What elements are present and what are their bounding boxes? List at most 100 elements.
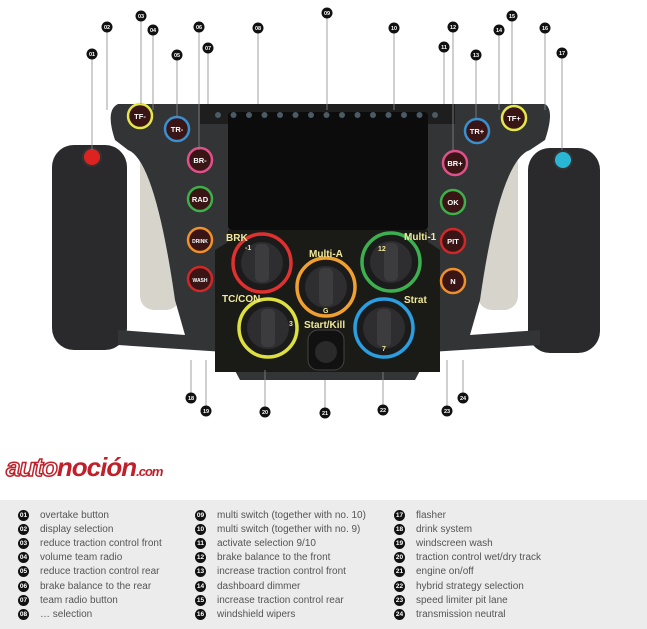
legend-number: 23 bbox=[394, 594, 405, 606]
legend-item: 01 overtake button bbox=[18, 508, 162, 522]
rotary-knob-multi-1[interactable] bbox=[360, 231, 422, 293]
callout-marker bbox=[493, 24, 505, 36]
button-ring bbox=[500, 104, 528, 132]
callout-marker bbox=[319, 407, 331, 419]
rotary-knob-strat[interactable] bbox=[353, 297, 415, 359]
legend-text: display selection bbox=[40, 523, 114, 535]
legend-number: 10 bbox=[195, 523, 206, 535]
button-ring bbox=[439, 188, 467, 216]
callout-number: 14 bbox=[496, 28, 503, 34]
shift-led bbox=[308, 112, 314, 118]
button-label: DRINK bbox=[192, 239, 208, 245]
start-kill-button[interactable] bbox=[315, 341, 337, 363]
button-ring bbox=[439, 267, 467, 295]
legend-text: transmission neutral bbox=[416, 608, 506, 620]
legend-number: 05 bbox=[18, 566, 29, 578]
flasher-button[interactable] bbox=[553, 150, 573, 170]
legend-text: windscreen wash bbox=[416, 537, 493, 549]
legend-number: 04 bbox=[18, 552, 29, 564]
button-pit[interactable]: PIT bbox=[439, 227, 467, 255]
button-tf-minus[interactable]: TF- bbox=[126, 102, 154, 130]
legend-text: overtake button bbox=[40, 509, 109, 521]
callout-marker bbox=[457, 392, 469, 404]
callout-number: 22 bbox=[380, 408, 386, 414]
shift-led bbox=[339, 112, 345, 118]
callout-marker bbox=[506, 10, 518, 22]
rotary-knob-tc-con[interactable] bbox=[237, 297, 299, 359]
legend-number: 01 bbox=[18, 509, 29, 521]
callout-number: 19 bbox=[203, 409, 209, 415]
button-tf-plus[interactable]: TF+ bbox=[500, 104, 528, 132]
button-ok[interactable]: OK bbox=[439, 188, 467, 216]
legend-item: 08… selection bbox=[18, 607, 162, 621]
brk-value: -1 bbox=[245, 245, 251, 252]
legend-text: brake balance to the rear bbox=[40, 580, 152, 592]
legend-text: multi switch (together with no. 9) bbox=[217, 523, 361, 535]
button-rad[interactable]: RAD bbox=[186, 185, 214, 213]
button-n[interactable]: N bbox=[439, 267, 467, 295]
callout-number: 11 bbox=[441, 45, 447, 51]
rotary-knob-multi-a[interactable] bbox=[295, 256, 357, 318]
button-label: OK bbox=[447, 198, 459, 207]
button-label: TF+ bbox=[507, 114, 521, 123]
legend-number: 14 bbox=[195, 580, 206, 592]
callout-number: 23 bbox=[444, 409, 450, 415]
callout-marker bbox=[171, 49, 183, 61]
legend-text: volume team radio bbox=[40, 552, 123, 564]
shift-led bbox=[401, 112, 407, 118]
callout-marker bbox=[147, 24, 159, 36]
callout-marker bbox=[539, 22, 551, 34]
callout-number: 01 bbox=[89, 52, 95, 58]
button-ring bbox=[186, 146, 214, 174]
legend-number: 11 bbox=[195, 537, 206, 549]
button-tr-minus[interactable]: TR- bbox=[163, 115, 191, 143]
button-label: TF- bbox=[134, 112, 146, 121]
legend-number: 15 bbox=[195, 594, 206, 606]
legend-text: increase traction control rear bbox=[217, 594, 344, 606]
rotary-knobs bbox=[231, 231, 422, 359]
callout-marker bbox=[193, 21, 205, 33]
callout-marker bbox=[202, 42, 214, 54]
legend-text: speed limiter pit lane bbox=[416, 594, 508, 606]
left-grip bbox=[52, 145, 127, 350]
multi-1-value: 12 bbox=[378, 246, 386, 253]
callout-marker bbox=[86, 48, 98, 60]
callout-marker bbox=[252, 22, 264, 34]
legend-text: drink system bbox=[416, 523, 473, 535]
button-ring bbox=[186, 185, 214, 213]
legend-number: 08 bbox=[18, 608, 29, 620]
label-brk: BRK bbox=[226, 233, 248, 244]
legend-number: 02 bbox=[18, 523, 29, 535]
button-ring bbox=[439, 227, 467, 255]
shift-led bbox=[385, 112, 392, 118]
overtake-button[interactable] bbox=[82, 147, 102, 167]
button-wash[interactable]: WASH bbox=[186, 265, 214, 293]
label-start-kill: Start/Kill bbox=[304, 320, 345, 331]
tc-value: 3 bbox=[289, 321, 293, 328]
shift-led bbox=[261, 112, 268, 118]
legend-number: 09 bbox=[195, 509, 206, 521]
legend-number: 16 bbox=[195, 608, 206, 620]
shift-led bbox=[230, 112, 237, 118]
legend-text: team radio button bbox=[40, 594, 118, 606]
legend-item: 10 multi switch (together with no. 9) bbox=[195, 522, 366, 536]
button-drink[interactable]: DRINK bbox=[186, 226, 214, 254]
multi-a-value: G bbox=[323, 308, 329, 315]
rotary-knob-brk[interactable] bbox=[231, 232, 293, 294]
button-tr-plus[interactable]: TR+ bbox=[463, 117, 491, 145]
button-label: BR- bbox=[193, 156, 207, 165]
button-br-minus[interactable]: BR- bbox=[186, 146, 214, 174]
button-br-plus[interactable]: BR+ bbox=[441, 149, 469, 177]
label-tc-con: TC/CON bbox=[222, 294, 260, 305]
